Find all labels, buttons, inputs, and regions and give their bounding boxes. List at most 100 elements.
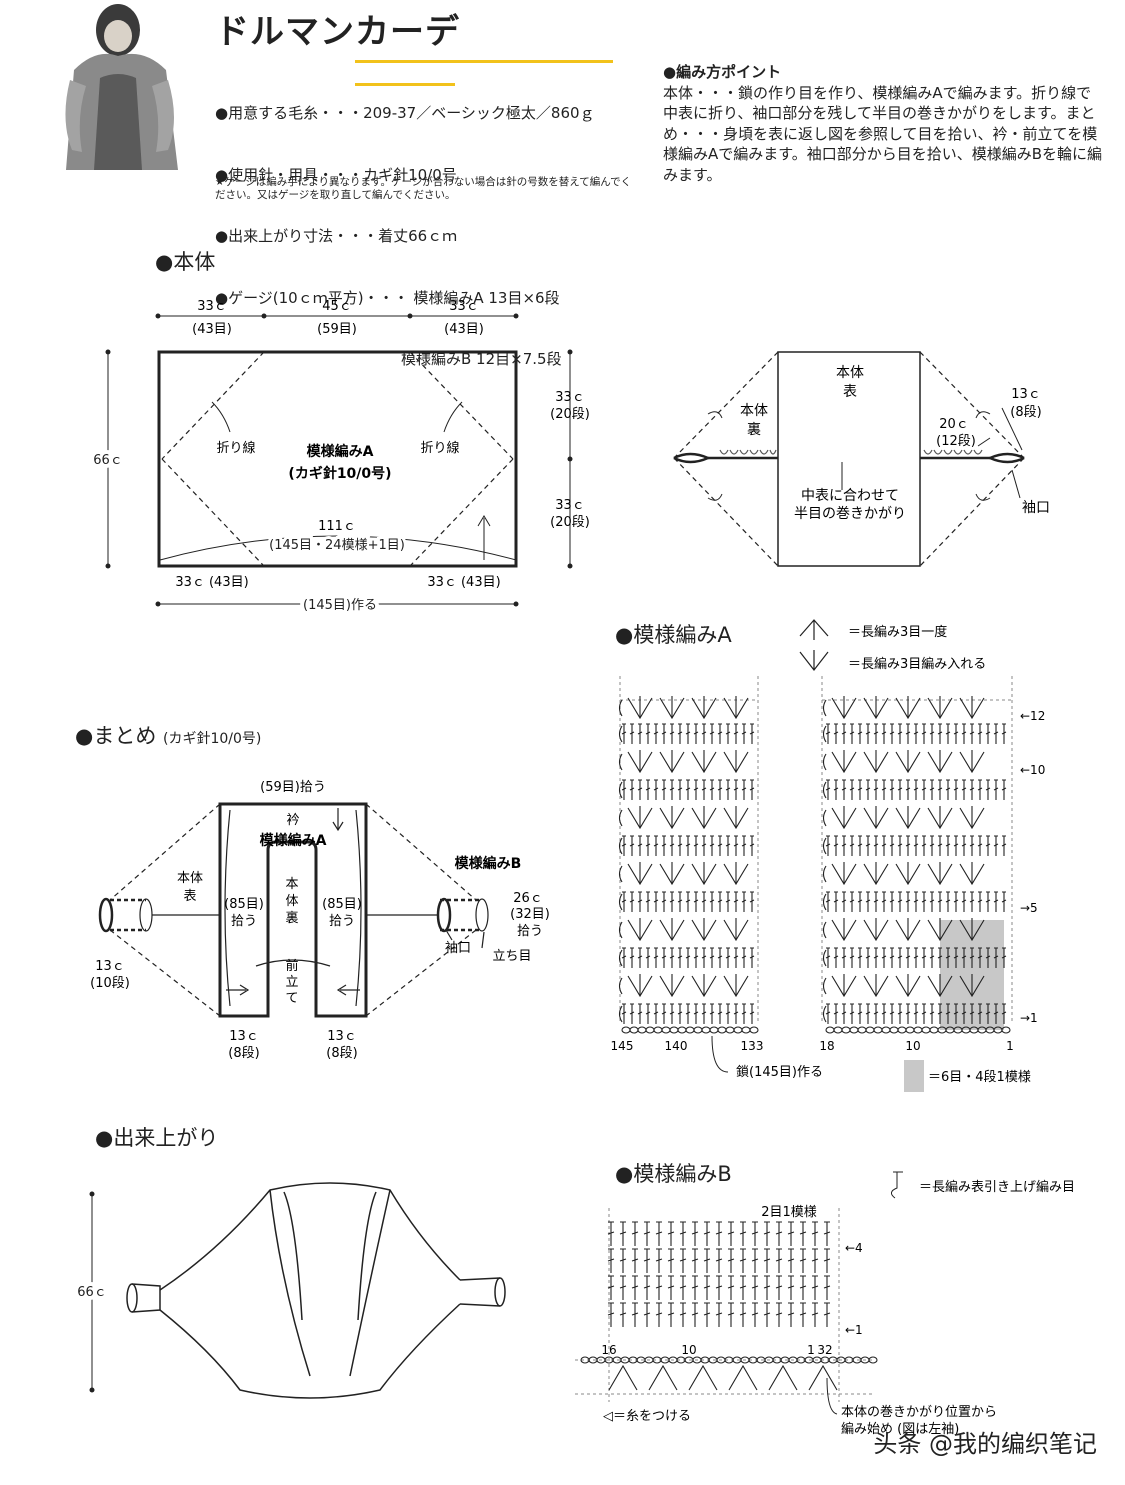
- double-crochet-stitch: [741, 723, 747, 744]
- band-char-2: 立: [285, 975, 298, 990]
- chain-stitch: [825, 1026, 835, 1034]
- double-crochet-stitch: [841, 891, 847, 912]
- double-crochet-stitch: [969, 947, 975, 968]
- double-crochet-stitch: [693, 723, 699, 744]
- post-stitch: [631, 1302, 639, 1327]
- turning-chain: [618, 893, 623, 911]
- turning-chain: [618, 1005, 623, 1023]
- post-stitch: [679, 1221, 687, 1246]
- turning-chain: [822, 809, 827, 827]
- yarn-spec: ●用意する毛糸・・・209-37／ベーシック極太／860ｇ: [215, 104, 595, 122]
- post-stitch: [775, 1248, 783, 1273]
- double-crochet-stitch: [717, 947, 723, 968]
- fan-stitch: [691, 862, 717, 886]
- double-crochet-stitch: [733, 779, 739, 800]
- double-crochet-stitch: [897, 723, 903, 744]
- double-crochet-stitch: [733, 1003, 739, 1024]
- whip-label-1: 中表に合わせて: [801, 488, 899, 504]
- double-crochet-stitch: [709, 835, 715, 856]
- pattern-b-note-2: 編み始め (図は左袖): [841, 1421, 959, 1437]
- chain-stitch: [733, 1026, 743, 1034]
- post-stitch: [775, 1275, 783, 1300]
- double-crochet-stitch: [637, 1003, 643, 1024]
- watermark: 头条 @我的编织笔记: [873, 1430, 1097, 1458]
- fold-lines: [161, 351, 514, 567]
- turning-chain: [618, 977, 623, 995]
- double-crochet-stitch: [621, 723, 627, 744]
- double-crochet-stitch: [1001, 779, 1007, 800]
- post-stitch: [823, 1302, 831, 1327]
- double-crochet-stitch: [873, 835, 879, 856]
- fan-stitch: [863, 918, 889, 942]
- double-crochet-stitch: [849, 947, 855, 968]
- double-crochet-stitch: [857, 1003, 863, 1024]
- fold-label-right: 折り線: [420, 440, 459, 456]
- pattern-a-repeat-label: ＝6目・4段1模様: [928, 1070, 1031, 1085]
- fold-diagram: 本体 表 本体 裏 13ｃ (8段) 20ｃ (12段) 中表に合わせて 半目の…: [673, 351, 1050, 567]
- body-diagram: 33ｃ 45ｃ 33ｃ (43目) (59目) (43目) 66ｃ 33ｃ (2…: [89, 299, 590, 617]
- fan-stitch: [927, 974, 953, 998]
- fan-stitch: [723, 974, 749, 998]
- double-crochet-stitch: [725, 835, 731, 856]
- fan-stitch: [959, 696, 985, 720]
- turning-chain: [822, 753, 827, 771]
- pattern-a-stitches: [618, 696, 1011, 1034]
- turning-chain: [822, 949, 827, 967]
- chain-stitch: [913, 1026, 923, 1034]
- double-crochet-stitch: [621, 947, 627, 968]
- chain-stitch: [709, 1026, 719, 1034]
- turning-chain: [822, 699, 827, 717]
- fan-stitch: [691, 696, 717, 720]
- double-crochet-stitch: [741, 835, 747, 856]
- turning-chain: [618, 699, 623, 717]
- double-crochet-stitch: [825, 779, 831, 800]
- double-crochet-stitch: [897, 1003, 903, 1024]
- post-stitch: [739, 1302, 747, 1327]
- double-crochet-stitch: [825, 947, 831, 968]
- double-crochet-stitch: [889, 891, 895, 912]
- double-crochet-stitch: [653, 1003, 659, 1024]
- chain-stitch: [741, 1026, 751, 1034]
- fan-stitch: [927, 806, 953, 830]
- double-crochet-stitch: [661, 1003, 667, 1024]
- double-crochet-stitch: [961, 779, 967, 800]
- double-crochet-stitch: [849, 1003, 855, 1024]
- knitting-points: ●編み方ポイント 本体・・・鎖の作り目を作り、模様編みAで編みます。折り線で中表…: [663, 62, 1103, 185]
- fan-stitch: [927, 862, 953, 886]
- pick-left-label: 拾う: [231, 914, 257, 929]
- double-crochet-stitch: [717, 1003, 723, 1024]
- double-crochet-stitch: [669, 947, 675, 968]
- stand-stitch-label: 立ち目: [492, 949, 531, 964]
- double-crochet-stitch: [865, 947, 871, 968]
- fan-stitch: [723, 806, 749, 830]
- post-stitch: [679, 1302, 687, 1327]
- fan-stitch: [723, 750, 749, 774]
- fan-stitch: [895, 696, 921, 720]
- double-crochet-stitch: [881, 779, 887, 800]
- turning-chain: [618, 949, 623, 967]
- post-stitch: [619, 1248, 627, 1273]
- double-crochet-stitch: [661, 723, 667, 744]
- post-stitch: [703, 1248, 711, 1273]
- double-crochet-stitch: [937, 723, 943, 744]
- assembly-title: ●まとめ: [75, 724, 157, 748]
- post-stitch: [655, 1221, 663, 1246]
- fan-stitch: [691, 918, 717, 942]
- post-stitch: [619, 1275, 627, 1300]
- fan-stitch: [627, 862, 653, 886]
- post-stitch: [679, 1275, 687, 1300]
- double-crochet-stitch: [945, 947, 951, 968]
- body-rectangle: [157, 350, 518, 568]
- pick-left-count: (85目): [224, 897, 264, 912]
- pick-right-count: (85目): [322, 897, 362, 912]
- chain-stitch: [717, 1026, 727, 1034]
- double-crochet-stitch: [969, 779, 975, 800]
- pattern-b-stitches: [580, 1221, 878, 1391]
- band-char-3: て: [285, 991, 298, 1006]
- cardigan-outline: [126, 1182, 506, 1399]
- double-crochet-stitch: [977, 891, 983, 912]
- double-crochet-stitch: [937, 947, 943, 968]
- post-stitch: [811, 1248, 819, 1273]
- section-pattern-a-title: ●模様編みA: [615, 623, 732, 647]
- collar-outline: [218, 802, 368, 1018]
